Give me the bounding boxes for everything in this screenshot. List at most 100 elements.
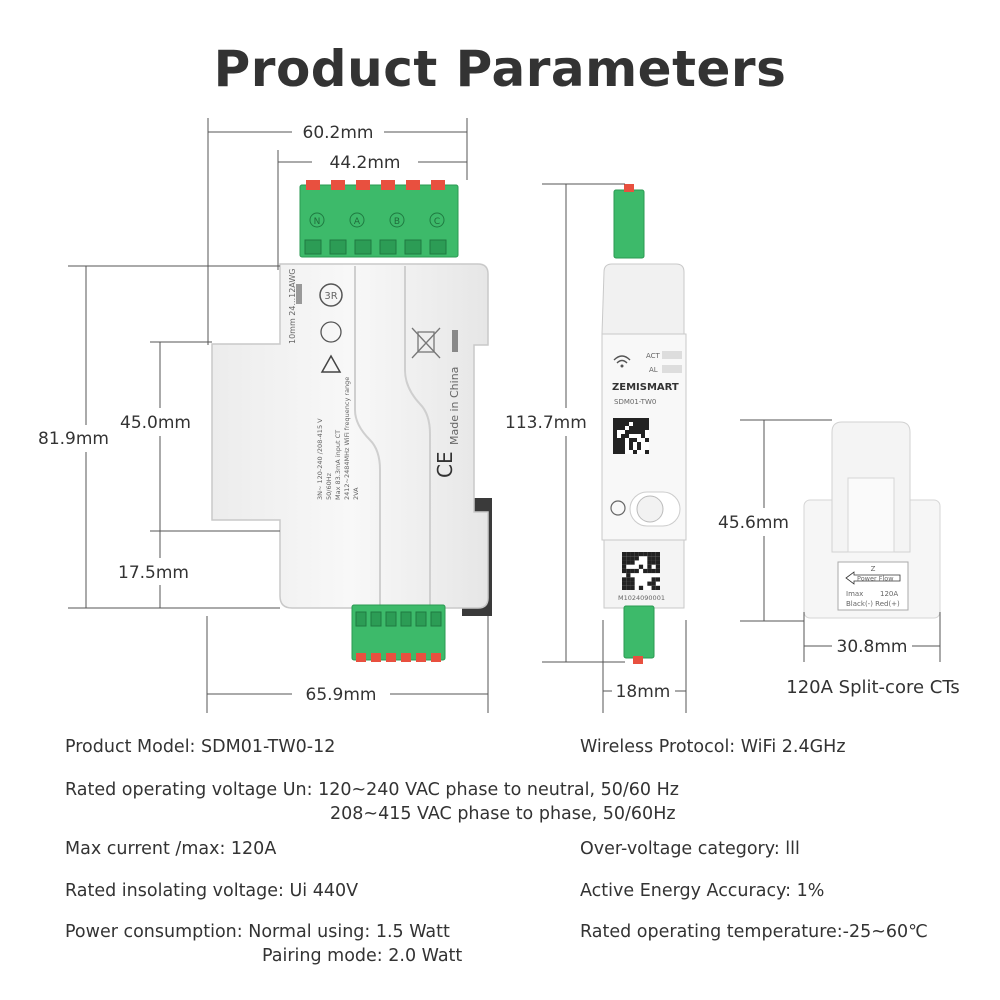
terminal-release-tab [401, 653, 411, 662]
qr-module [621, 418, 625, 422]
qr-module [630, 552, 635, 557]
spec-wireless: Wireless Protocol: WiFi 2.4GHz [580, 737, 846, 757]
qr-module [633, 426, 637, 430]
qr-module [651, 552, 656, 557]
qr-module [617, 422, 621, 426]
page-title: Product Parameters [213, 40, 787, 98]
qr-module [655, 568, 660, 574]
qr-module [647, 552, 652, 557]
terminal-letter: C [434, 217, 440, 227]
status-window [452, 330, 458, 352]
ct-caption: 120A Split-core CTs [786, 677, 959, 698]
qr-module [637, 418, 641, 422]
terminal-letter: N [314, 217, 321, 227]
terminal-wire-port [400, 611, 412, 627]
body-partition-right [404, 266, 431, 606]
qr-module [655, 556, 660, 561]
qr-module [621, 450, 625, 454]
terminal-wire-port [370, 611, 382, 627]
dim-front-width-outer: 60.2mm [303, 123, 374, 143]
qr-module [630, 560, 635, 565]
qr-module [621, 438, 625, 442]
spec-power-line2: Pairing mode: 2.0 Watt [262, 946, 463, 966]
qr-module [625, 422, 629, 426]
qr-module [651, 585, 656, 590]
qr-module [634, 568, 639, 574]
qr-module [651, 568, 656, 574]
qr-module [626, 581, 631, 586]
qr-module [613, 434, 617, 438]
qr-module [647, 564, 652, 569]
dim-front-height-low: 17.5mm [118, 563, 189, 583]
side-bottom-screw [633, 656, 643, 664]
side-model-label: SDM01-TW0 [614, 398, 656, 406]
cert-3r-badge [319, 283, 343, 307]
qr-module [641, 422, 645, 426]
arrow-left-icon [845, 571, 901, 585]
qr-module [622, 556, 627, 561]
made-in-label: Made in China [448, 367, 461, 445]
qr-module [630, 577, 635, 582]
ct-view: Z Power Flow Imax 120A Black(-) Red(+) [803, 421, 941, 619]
qr-module [626, 560, 631, 565]
spec-model: Product Model: SDM01-TW0-12 [65, 737, 336, 757]
qr-code-icon [613, 418, 649, 454]
qr-module [622, 581, 627, 586]
qr-module [630, 585, 635, 590]
terminal-release-tab [331, 180, 345, 190]
qr-module [638, 585, 644, 590]
qr-module [617, 446, 621, 450]
dim-ct-height: 45.6mm [718, 513, 789, 533]
dim-front-height-mid: 45.0mm [120, 413, 191, 433]
qr-module [629, 426, 633, 430]
ct-z-label: Z [871, 565, 876, 573]
side-top-terminal [613, 189, 645, 259]
terminal-release-tab [406, 180, 420, 190]
side-view: ACT AL ZEMISMART SDM01-TW0 M1024090001 [601, 184, 687, 664]
qr-code-icon-2 [622, 552, 660, 590]
spec-voltage-line1: Rated operating voltage Un: 120~240 VAC … [65, 780, 679, 800]
qr-module [647, 568, 652, 574]
qr-module [629, 418, 633, 422]
qr-module [638, 564, 644, 569]
qr-module [629, 446, 633, 450]
qr-module [621, 446, 625, 450]
qr-module [613, 442, 617, 446]
spec-temperature: Rated operating temperature:-25~60℃ [580, 922, 928, 942]
terminal-marker [389, 212, 405, 228]
qr-module [625, 434, 629, 438]
qr-module [613, 430, 617, 434]
qr-module [645, 426, 649, 430]
terminal-wire-port [329, 239, 347, 255]
qr-module [643, 568, 648, 574]
qr-module [647, 560, 652, 565]
terminal-release-tab [431, 653, 441, 662]
spec-accuracy: Active Energy Accuracy: 1% [580, 881, 825, 901]
spec-print-line: 2VA [352, 487, 360, 500]
terminal-marker [429, 212, 445, 228]
terminal-wire-port [429, 239, 447, 255]
qr-module [651, 577, 656, 582]
qr-module [641, 434, 645, 438]
qr-module [633, 430, 637, 434]
al-led [662, 365, 682, 373]
qr-module [621, 422, 625, 426]
terminal-release-tab [371, 653, 381, 662]
spec-power-line1: Power consumption: Normal using: 1.5 Wat… [65, 922, 450, 942]
qr-module [629, 442, 633, 446]
terminal-letter: A [354, 217, 361, 227]
qr-module [637, 442, 641, 446]
terminal-wire-port [415, 611, 427, 627]
ct-wires-label: Black(-) Red(+) [846, 600, 900, 608]
terminal-release-tab [416, 653, 426, 662]
qr-module [626, 573, 631, 578]
qr-module [617, 438, 621, 442]
qr-module [630, 568, 635, 574]
qr-module [621, 442, 625, 446]
spec-print-line: 3N~ 120-240 /208-415 V [316, 418, 324, 500]
qr-module [634, 552, 639, 557]
qr-module [625, 418, 629, 422]
qr-module [613, 450, 617, 454]
terminal-release-tab [306, 180, 320, 190]
side-button [636, 495, 664, 523]
